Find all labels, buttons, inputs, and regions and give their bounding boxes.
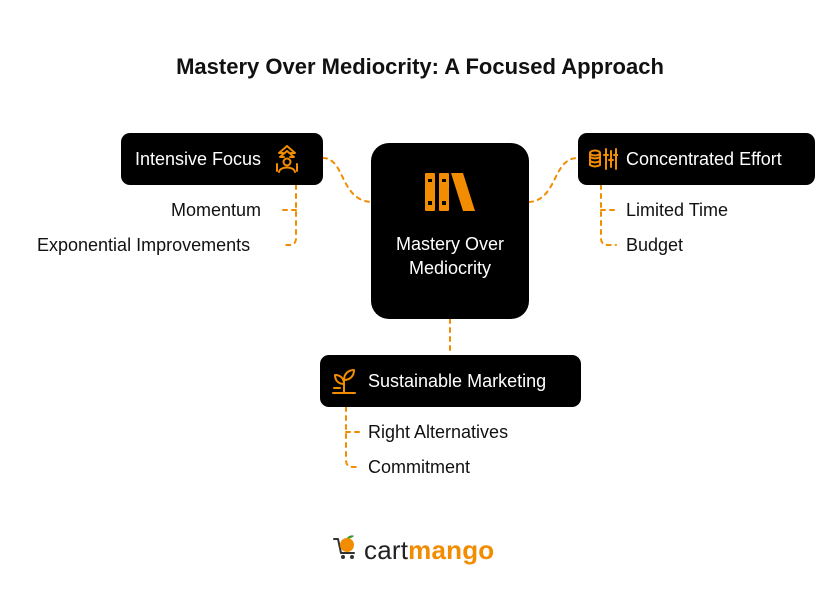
child-commitment: Commitment	[368, 457, 471, 477]
child-right-alternatives: Right Alternatives	[368, 422, 509, 442]
child-exponential-improvements: Exponential Improvements	[37, 235, 251, 255]
logo-text-mango: mango	[408, 535, 495, 565]
node-concentrated-effort: Concentrated Effort	[578, 133, 815, 185]
logo-text-cart: cart	[364, 535, 409, 565]
ascending-person-icon	[273, 144, 301, 174]
center-node: Mastery Over Mediocrity	[371, 143, 529, 319]
growing-plant-icon	[330, 366, 358, 396]
diagram-title: Mastery Over Mediocrity: A Focused Appro…	[176, 54, 664, 79]
node-concentrated-effort-label: Concentrated Effort	[626, 148, 782, 169]
node-intensive-focus-label: Intensive Focus	[135, 148, 262, 169]
center-node-label: Mastery Over Mediocrity	[395, 234, 505, 278]
child-budget: Budget	[626, 235, 684, 255]
node-sustainable-marketing-label: Sustainable Marketing	[368, 370, 547, 391]
child-limited-time: Limited Time	[626, 200, 729, 220]
mango-cart-icon	[332, 533, 360, 568]
node-intensive-focus: Intensive Focus	[121, 133, 323, 185]
library-columns-icon	[425, 171, 475, 218]
child-momentum: Momentum	[171, 200, 262, 220]
node-sustainable-marketing: Sustainable Marketing	[320, 355, 581, 407]
coins-balance-icon	[588, 145, 618, 173]
